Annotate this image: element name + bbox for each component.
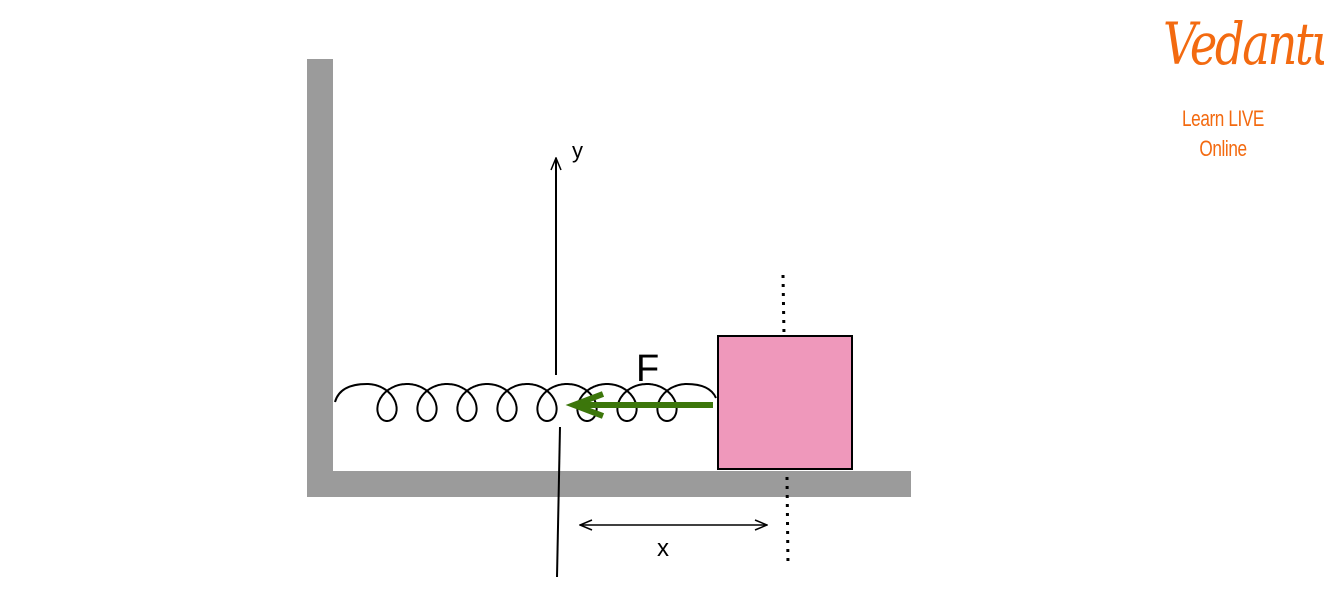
dotted-line-bottom [785, 476, 790, 566]
floor [309, 471, 911, 497]
y-axis-label: y [572, 138, 583, 163]
logo-wordmark: Vedantu [1163, 10, 1324, 78]
logo-tagline: Learn LIVE Online [1182, 106, 1264, 161]
force-arrowhead [565, 391, 605, 419]
dotted-line-top [781, 274, 786, 336]
x-axis-label: x [657, 535, 669, 562]
force-label: F [636, 348, 659, 390]
vedantu-logo: Vedantu Learn LIVE Online [1148, 4, 1324, 164]
block-mass [717, 335, 853, 470]
wall [307, 59, 333, 497]
equilibrium-line [556, 426, 561, 578]
